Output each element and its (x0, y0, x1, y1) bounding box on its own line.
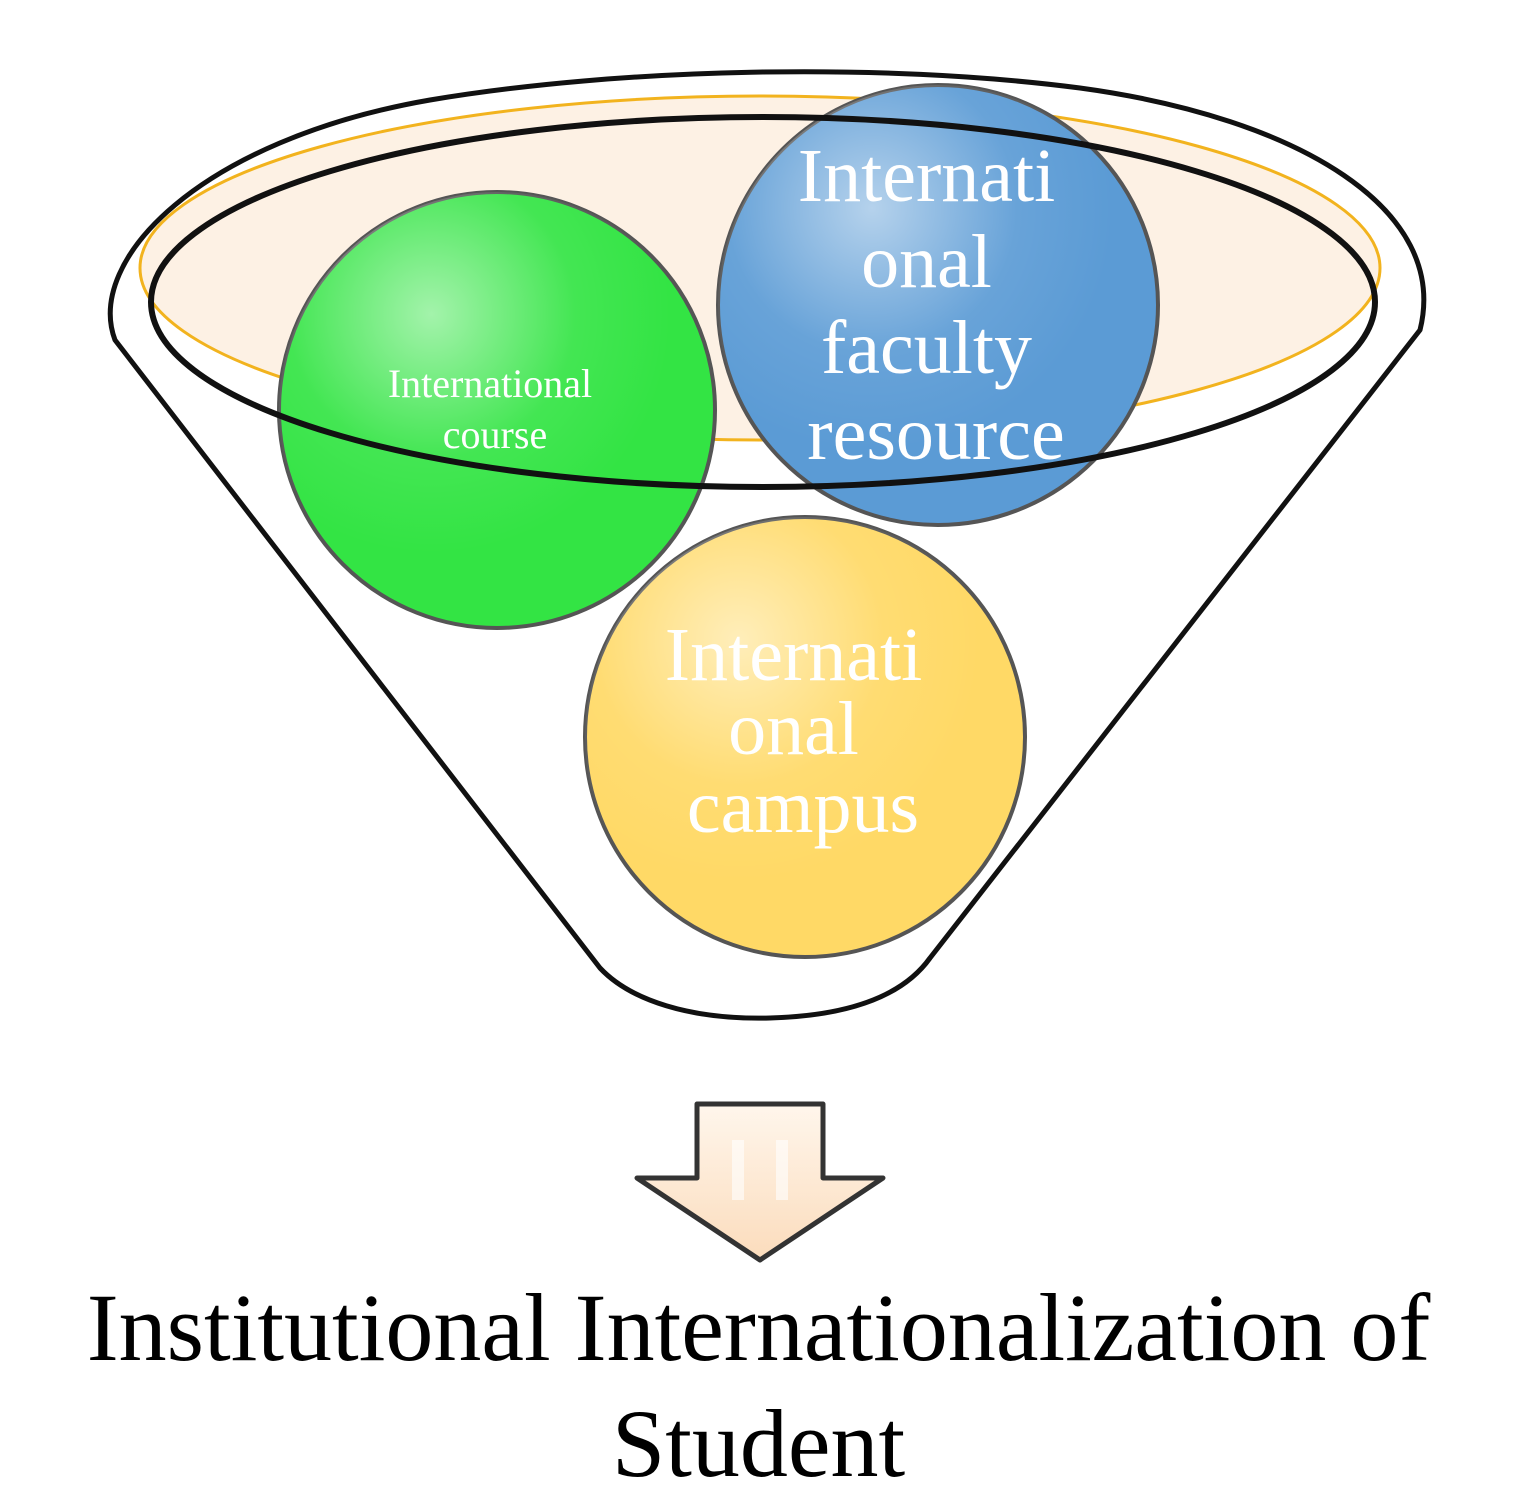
faculty-label-line-4: resource (807, 392, 1064, 476)
campus-label-line-3: campus (687, 765, 919, 849)
svg-text:International course: International course (388, 361, 602, 457)
svg-text:Internati onal cam: Internati onal campus (665, 613, 941, 849)
faculty-label-line-3: faculty (821, 306, 1032, 390)
campus-label-line-1: Internati (665, 613, 922, 697)
svg-text:Internati onal fac: Internati onal faculty resource (798, 134, 1074, 476)
international-course-ball: International course (277, 190, 717, 630)
output-label-line-1: Institutional Internationalization of (86, 1274, 1431, 1381)
course-label-line-1: International (388, 361, 592, 406)
output-label: Institutional Internationalization of St… (0, 1270, 1517, 1502)
course-label-line-2: course (443, 412, 547, 457)
down-arrow-icon (634, 1101, 886, 1263)
faculty-label-line-1: Internati (798, 134, 1055, 218)
faculty-label-line-2: onal (861, 220, 992, 304)
international-campus-ball: Internati onal campus (583, 515, 1027, 959)
campus-label-line-2: onal (728, 687, 859, 771)
output-label-line-2: Student (611, 1390, 906, 1497)
funnel-inner-rim (148, 114, 1378, 490)
international-faculty-resource-ball: Internati onal faculty resource (716, 83, 1160, 527)
